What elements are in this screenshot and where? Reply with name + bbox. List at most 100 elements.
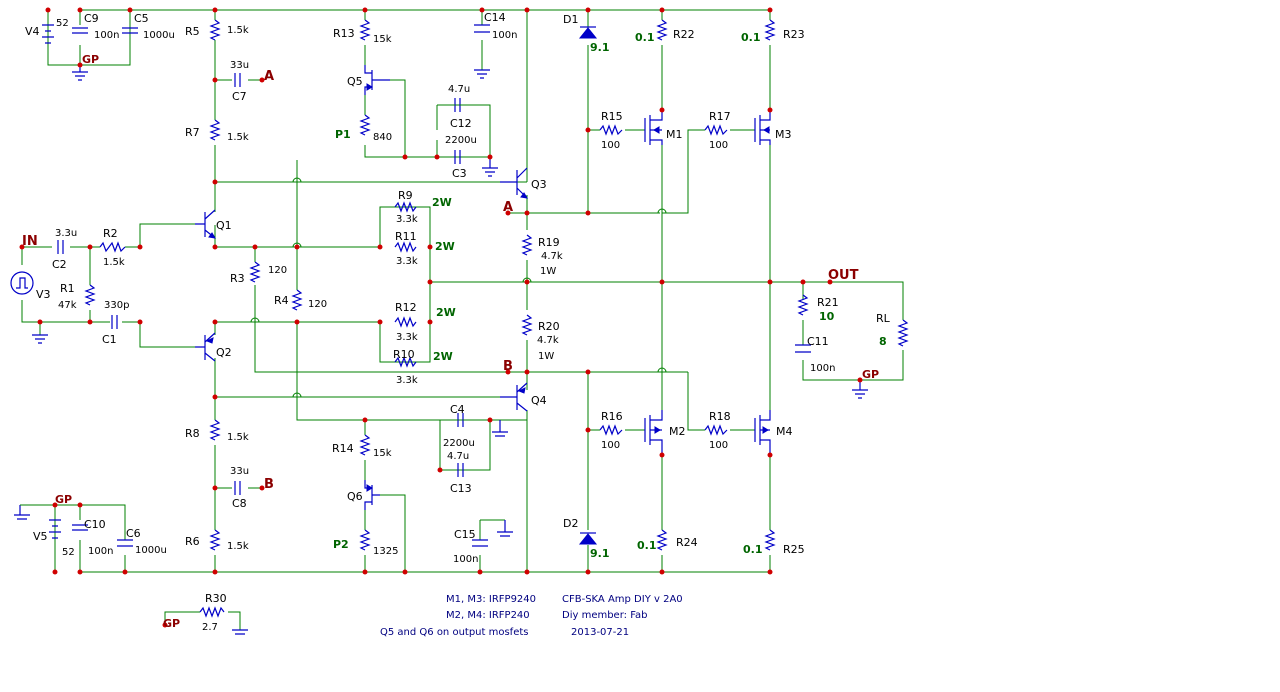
junctions (19, 7, 863, 628)
c3-value: 2200u (445, 135, 477, 146)
m2-mosfet (644, 410, 663, 455)
r25-value: 0.1 (743, 543, 763, 556)
m1-label: M1 (666, 128, 683, 141)
gp-label: GP (862, 368, 879, 381)
r11-power: 2W (435, 240, 455, 253)
r19-power: 1W (540, 266, 556, 277)
r14-resistor (359, 434, 371, 456)
net-b-low: B (264, 477, 274, 492)
m4-label: M4 (776, 425, 793, 438)
q2-label: Q2 (216, 346, 232, 359)
v5-label: V5 (33, 530, 48, 543)
r11-value: 3.3k (396, 256, 418, 267)
r15-resistor (599, 124, 623, 136)
r6-resistor (209, 529, 221, 551)
r4-resistor (291, 289, 303, 311)
r4-label: R4 (274, 294, 289, 307)
q4-label: Q4 (531, 394, 547, 407)
p1-value: 840 (373, 132, 392, 143)
c10-value: 100n (88, 546, 113, 557)
r21-label: R21 (817, 296, 839, 309)
m3-mosfet (754, 110, 771, 145)
c10-label: C10 (84, 518, 106, 531)
r22-resistor (656, 19, 668, 41)
c8-value: 33u (230, 466, 249, 477)
r9-value: 3.3k (396, 214, 418, 225)
p1-resistor (359, 114, 371, 136)
p2-label: P2 (333, 538, 349, 551)
v3-source (10, 271, 34, 295)
c9-capacitor (72, 27, 88, 34)
ground-symbol (14, 504, 55, 520)
v4-battery (42, 24, 54, 44)
ground-symbol (72, 65, 88, 81)
r24-label: R24 (676, 536, 698, 549)
c3-label: C3 (452, 167, 467, 180)
r30-resistor (199, 606, 225, 618)
r9-label: R9 (398, 189, 413, 202)
gp-label: GP (163, 617, 180, 630)
r10-resistor (394, 356, 417, 368)
m4-mosfet (754, 410, 771, 455)
components (10, 19, 909, 635)
c11-label: C11 (807, 335, 829, 348)
note-p-mosfets: M1, M3: IRFP9240 (446, 594, 536, 605)
r8-value: 1.5k (227, 432, 249, 443)
ground-symbol (474, 69, 490, 79)
c5-value: 1000u (143, 30, 175, 41)
q2-transistor (195, 332, 216, 362)
v4-value: 52 (56, 18, 69, 29)
c15-label: C15 (454, 528, 476, 541)
r18-value: 100 (709, 440, 728, 451)
c15-capacitor (472, 539, 488, 547)
r13-resistor (359, 19, 371, 41)
m1-mosfet (644, 110, 663, 145)
c13-capacitor (457, 463, 464, 477)
c7-capacitor (234, 73, 241, 87)
r7-resistor (209, 119, 221, 141)
d2-zener-diode (578, 532, 598, 545)
labels: V4 52 C9 100n C5 1000u GP R5 1.5k 33u C7… (22, 11, 891, 633)
r22-label: R22 (673, 28, 695, 41)
r17-label: R17 (709, 110, 731, 123)
c2-value: 3.3u (55, 228, 77, 239)
d1-value: 9.1 (590, 41, 610, 54)
c13-value: 4.7u (447, 451, 469, 462)
c14-value: 100n (492, 30, 517, 41)
p1-label: P1 (335, 128, 351, 141)
ground-symbol (492, 420, 508, 437)
r24-resistor (656, 529, 668, 551)
r6-value: 1.5k (227, 541, 249, 552)
net-in: IN (22, 234, 38, 249)
p2-resistor (359, 529, 371, 551)
q3-transistor (500, 167, 528, 199)
rl-value: 8 (879, 335, 887, 348)
r24-value: 0.1 (637, 539, 657, 552)
r22-value: 0.1 (635, 31, 655, 44)
r7-label: R7 (185, 126, 200, 139)
ground-symbol (32, 334, 48, 344)
r1-resistor (84, 284, 96, 306)
d1-zener-diode (578, 26, 598, 39)
r18-resistor (704, 424, 728, 436)
r25-label: R25 (783, 543, 805, 556)
r30-value: 2.7 (202, 622, 218, 633)
r15-label: R15 (601, 110, 623, 123)
c12-label: C12 (450, 117, 472, 130)
r11-resistor (394, 241, 417, 253)
r16-value: 100 (601, 440, 620, 451)
r23-label: R23 (783, 28, 805, 41)
ground-symbol (497, 520, 513, 537)
r20-value: 4.7k (537, 335, 559, 346)
c2-label: C2 (52, 258, 67, 271)
r19-value: 4.7k (541, 251, 563, 262)
c6-label: C6 (126, 527, 141, 540)
wire-hops (250, 177, 667, 398)
r30-label: R30 (205, 592, 227, 605)
r11-label: R11 (395, 230, 417, 243)
gp-label: GP (82, 53, 99, 66)
c6-value: 1000u (135, 545, 167, 556)
r9-power: 2W (432, 196, 452, 209)
note-author: Diy member: Fab (562, 610, 648, 621)
